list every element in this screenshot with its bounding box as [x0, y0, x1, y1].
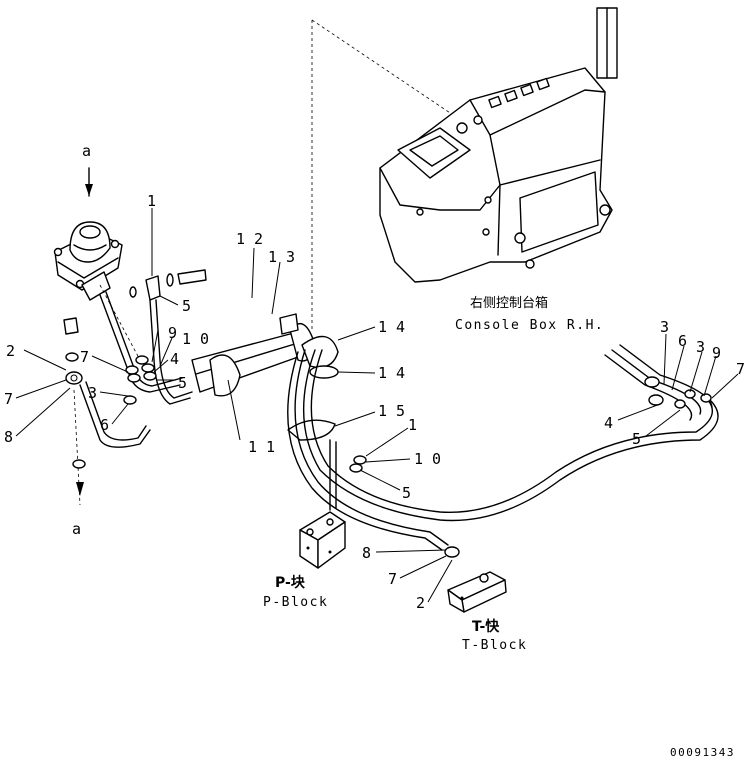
- callout-14-upper: 1 4: [378, 318, 405, 336]
- callout-5-middle: 5: [402, 484, 411, 502]
- drawing-code: 00091343: [670, 746, 735, 759]
- callout-15: 1 5: [378, 402, 405, 420]
- callout-2-left: 2: [6, 342, 15, 360]
- hose-lines: [79, 291, 719, 551]
- p-block-drawing: [299, 511, 346, 569]
- callout-7-left: 7: [4, 390, 13, 408]
- console-box-caption-cn: 右侧控制台箱: [470, 295, 548, 311]
- callout-a-bottom: a: [72, 520, 81, 538]
- callout-3-right-a: 3: [660, 318, 669, 336]
- callout-labels: a a 1 5 9 1 0 4 5 7 3 6 2 7 8 1 2 1 3 1 …: [4, 142, 745, 612]
- callout-9-valve: 9: [168, 324, 177, 342]
- ppc-valve-drawing: [53, 167, 207, 506]
- callout-11: 1 1: [248, 438, 275, 456]
- callout-10-middle: 1 0: [414, 450, 441, 468]
- t-block-caption-en: T-Block: [462, 638, 527, 653]
- callout-3-right-b: 3: [696, 338, 705, 356]
- callout-13: 1 3: [268, 248, 295, 266]
- callout-5-valve: 5: [182, 297, 191, 315]
- callout-5-bundle: 5: [178, 374, 187, 392]
- console-box-drawing: [311, 7, 618, 330]
- p-block-caption-en: P-Block: [263, 595, 328, 610]
- t-block-caption-cn: T-快: [472, 618, 500, 635]
- leader-lines: [15, 208, 739, 603]
- callout-7-bundle: 7: [80, 348, 89, 366]
- callout-12: 1 2: [236, 230, 263, 248]
- callout-9-right: 9: [712, 344, 721, 362]
- callout-6-bundle: 6: [100, 416, 109, 434]
- t-block-drawing: [444, 546, 507, 613]
- callout-8-left: 8: [4, 428, 13, 446]
- callout-2-tblock: 2: [416, 594, 425, 612]
- callout-4-right: 4: [604, 414, 613, 432]
- callout-6-right: 6: [678, 332, 687, 350]
- console-box-caption-en: Console Box R.H.: [455, 318, 604, 333]
- captions: 右侧控制台箱 Console Box R.H. P-块 P-Block T-快 …: [263, 295, 735, 759]
- callout-7-right: 7: [736, 360, 745, 378]
- callout-10-valve: 1 0: [182, 330, 209, 348]
- callout-4-valve: 4: [170, 350, 179, 368]
- callout-1-valve: 1: [147, 192, 156, 210]
- callout-5-right: 5: [632, 430, 641, 448]
- callout-8-tblock: 8: [362, 544, 371, 562]
- callout-1-middle: 1: [408, 416, 417, 434]
- callout-7-tblock: 7: [388, 570, 397, 588]
- p-block-caption-cn: P-块: [275, 575, 306, 591]
- callout-3-bundle: 3: [88, 384, 97, 402]
- callout-a-top: a: [82, 142, 91, 160]
- callout-14-lower: 1 4: [378, 364, 405, 382]
